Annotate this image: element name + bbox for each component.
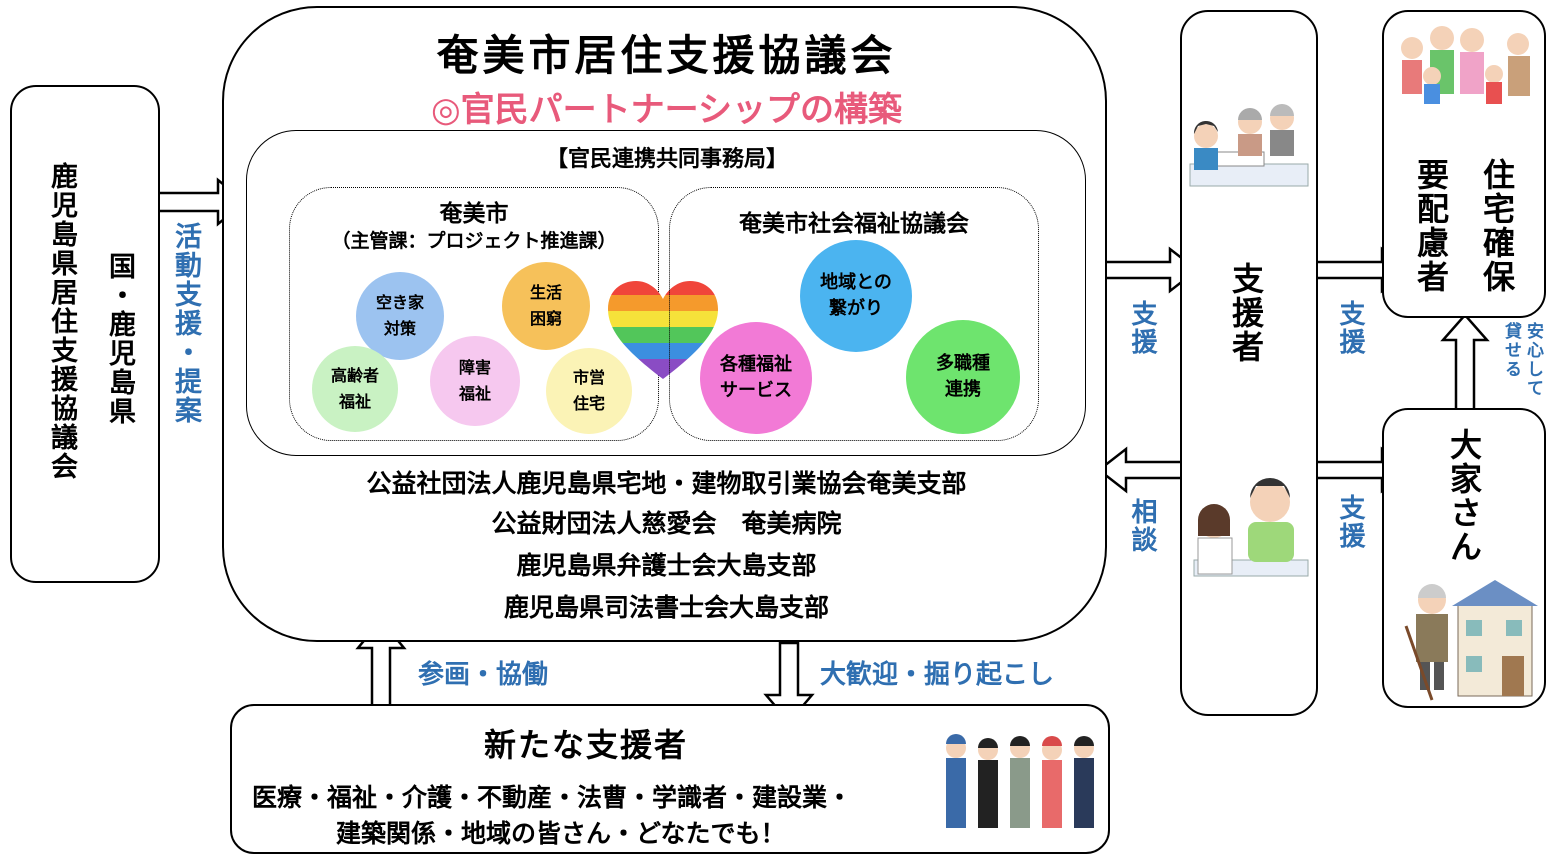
safe-lend-label: 安心して貸せる [1501, 322, 1543, 398]
supporter-label: 支援者 [1227, 262, 1265, 364]
support-label-top: 支援 [1335, 300, 1365, 356]
housing-box: 住宅確保 要配慮者 [1382, 10, 1546, 318]
consult-label: 相談 [1127, 498, 1157, 554]
new-supporters-box: 新たな支援者 医療・福祉・介護・不動産・法曹・学識者・建設業・ 建築関係・地域の… [230, 704, 1110, 854]
landlord-label: 大家さん [1445, 428, 1483, 564]
nurse-patient-illustration-icon [1193, 478, 1309, 577]
main-subtitle: ◎官民パートナーシップの構築 [431, 90, 902, 130]
welfare-council-name: 奄美市社会福祉協議会 [739, 211, 969, 237]
national-prefecture-label: 国・鹿児島県 [104, 252, 135, 426]
amami-council-box: 奄美市居住支援協議会 ◎官民パートナーシップの構築 【官民連携共同事務局】 奄美… [222, 6, 1107, 642]
landlord-box: 大家さん [1382, 408, 1546, 708]
support-label-left: 支援 [1127, 300, 1157, 356]
arrow-landlord-to-housing [1440, 313, 1490, 414]
circle-elderly-welfare: 高齢者 福祉 [312, 346, 398, 432]
main-title: 奄美市居住支援協議会 [436, 31, 897, 80]
secretariat-box: 【官民連携共同事務局】 奄美市 （主管課：プロジェクト推進課） 空き家 対策 生… [246, 130, 1086, 456]
secretariat-label: 【官民連携共同事務局】 [545, 147, 788, 172]
welcome-label: 大歓迎・掘り起こし [820, 660, 1055, 690]
new-supporters-line1: 医療・福祉・介護・不動産・法曹・学識者・建設業・ [252, 783, 853, 812]
participate-label: 参画・協働 [418, 660, 549, 690]
circle-public-housing: 市営 住宅 [546, 348, 632, 434]
landlord-house-illustration-icon [1404, 580, 1538, 701]
support-label-bottom: 支援 [1335, 494, 1365, 550]
circle-disability-welfare: 障害 福祉 [430, 336, 520, 426]
heart-icon [608, 281, 718, 379]
housing-label-col2: 要配慮者 [1412, 158, 1450, 294]
prefecture-council-box: 鹿児島県居住支援協議会 国・鹿児島県 [10, 85, 160, 583]
supporter-box: 支援者 [1180, 10, 1318, 716]
city-dept: （主管課：プロジェクト推進課） [331, 230, 617, 252]
member-4: 鹿児島県司法書士会大島支部 [503, 593, 829, 622]
member-3: 鹿児島県弁護士会大島支部 [516, 551, 817, 580]
family-illustration-icon [1401, 26, 1530, 104]
circle-multi-profession: 多職種 連携 [906, 320, 1020, 434]
member-2: 公益財団法人慈愛会 奄美病院 [491, 509, 842, 538]
circle-community-ties: 地域との 繋がり [800, 240, 912, 352]
workers-illustration-icon [946, 734, 1094, 828]
circle-poverty: 生活 困窮 [502, 262, 590, 350]
circle-vacant-house: 空き家 対策 [356, 272, 444, 360]
new-supporters-title: 新たな支援者 [484, 726, 689, 764]
circle-welfare-services: 各種福祉 サービス [700, 322, 812, 434]
prefecture-council-label: 鹿児島県居住支援協議会 [46, 162, 77, 481]
consultation-illustration-icon [1189, 104, 1309, 187]
activity-support-label: 活動支援・提案 [170, 222, 201, 425]
housing-label-col1: 住宅確保 [1478, 158, 1516, 294]
welfare-council-box: 奄美市社会福祉協議会 地域との 繋がり 各種福祉 サービス 多職種 連携 [669, 187, 1039, 441]
city-name: 奄美市 [439, 201, 509, 227]
new-supporters-line2: 建築関係・地域の皆さん・どなたでも！ [336, 819, 786, 848]
city-box: 奄美市 （主管課：プロジェクト推進課） 空き家 対策 生活 困窮 高齢者 福祉 … [289, 187, 659, 441]
member-1: 公益社団法人鹿児島県宅地・建物取引業協会奄美支部 [366, 469, 967, 498]
